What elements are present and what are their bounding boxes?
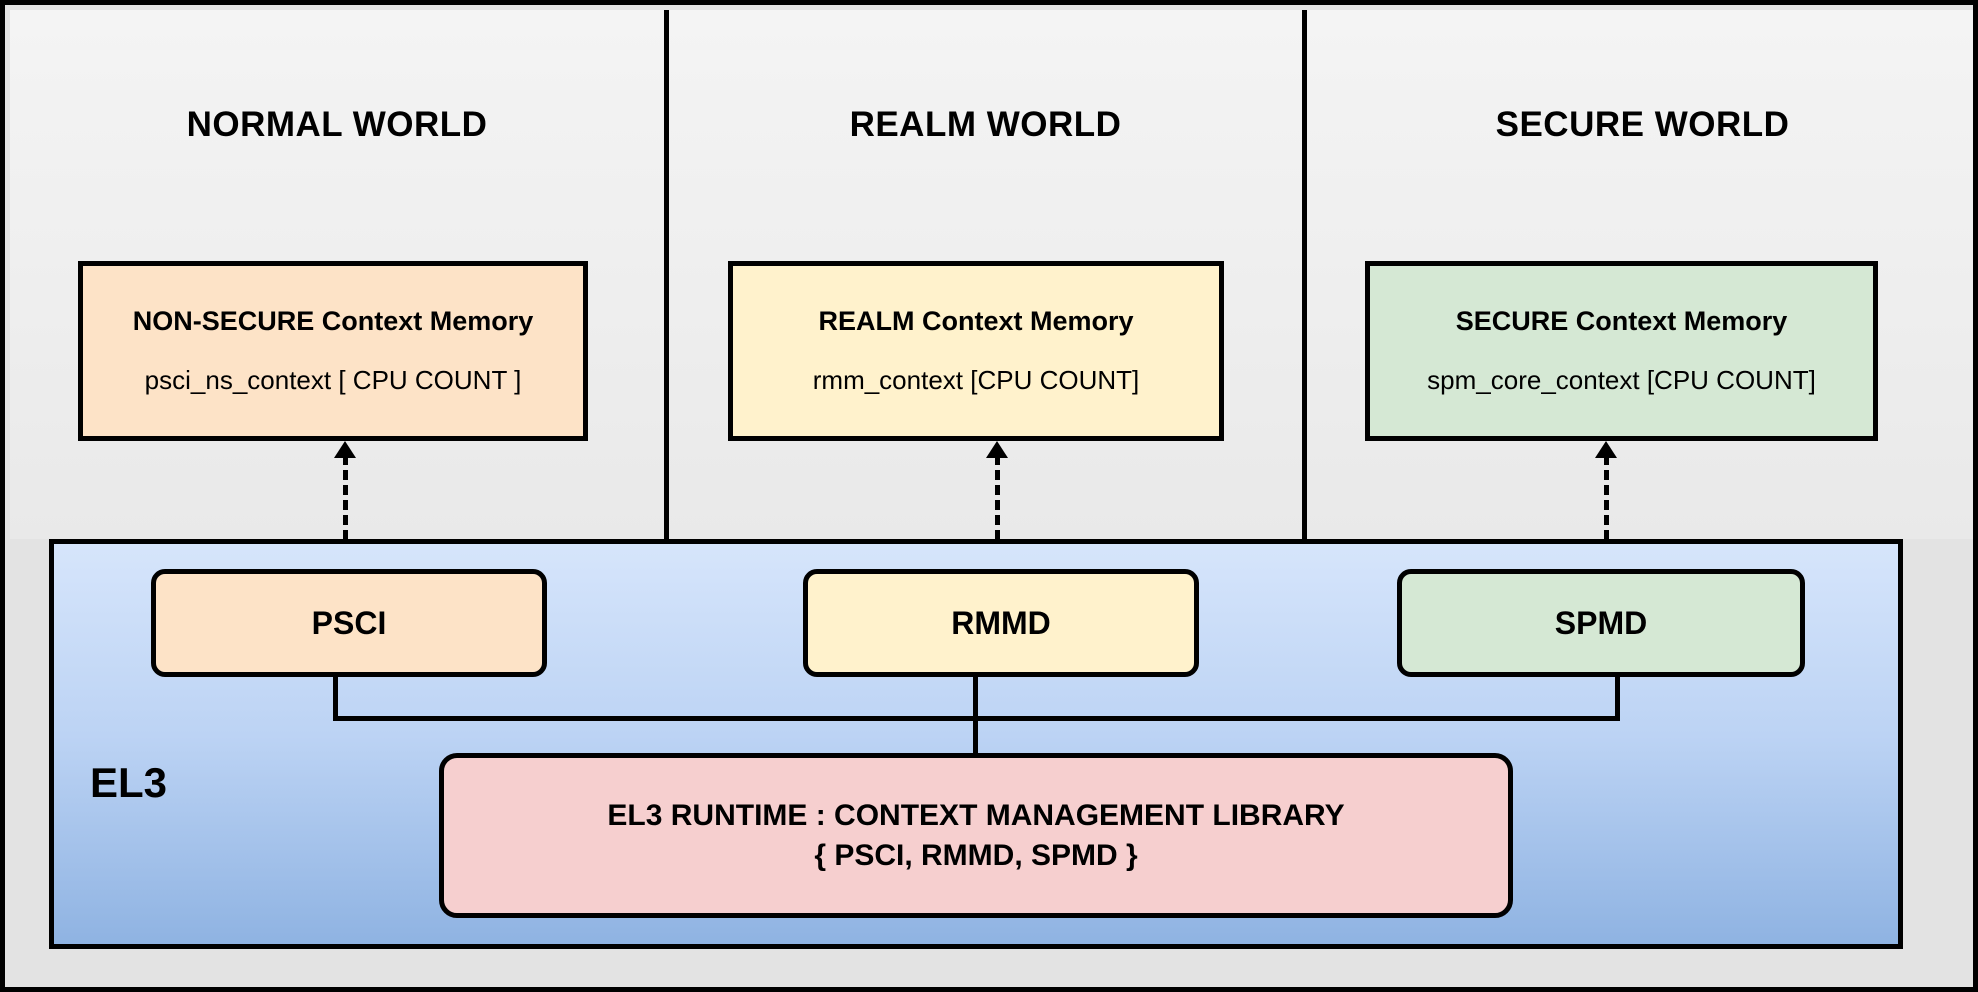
context-memory-box-secure[interactable]: SECURE Context Memory spm_core_context […: [1365, 261, 1878, 441]
el3-runtime-context-management-box[interactable]: EL3 RUNTIME : CONTEXT MANAGEMENT LIBRARY…: [439, 753, 1513, 918]
connector-psci-vertical: [333, 677, 338, 721]
context-memory-title-realm: REALM Context Memory: [818, 306, 1134, 336]
world-column-realm: REALM WORLD: [669, 10, 1302, 539]
dispatcher-box-psci[interactable]: PSCI: [151, 569, 547, 677]
world-title-realm: REALM WORLD: [849, 105, 1122, 144]
context-memory-title-non-secure: NON-SECURE Context Memory: [132, 306, 534, 336]
context-memory-title-secure: SECURE Context Memory: [1455, 306, 1788, 336]
dispatcher-label-spmd: SPMD: [1554, 604, 1648, 641]
connector-spmd-vertical: [1615, 677, 1620, 721]
context-memory-subtitle-non-secure: psci_ns_context [ CPU COUNT ]: [144, 365, 522, 395]
arrow-stem: [343, 455, 348, 555]
connector-rmmd-vertical: [973, 677, 978, 721]
dispatcher-box-rmmd[interactable]: RMMD: [803, 569, 1199, 677]
column-divider-1: [664, 10, 669, 539]
dispatcher-label-psci: PSCI: [311, 604, 387, 641]
world-column-normal: NORMAL WORLD: [10, 10, 664, 539]
world-title-secure: SECURE WORLD: [1495, 105, 1790, 144]
arrowhead-up-icon: [986, 441, 1008, 458]
arrowhead-up-icon: [1595, 441, 1617, 458]
dispatcher-box-spmd[interactable]: SPMD: [1397, 569, 1805, 677]
el3-label: EL3: [90, 759, 168, 806]
world-title-normal: NORMAL WORLD: [186, 105, 488, 144]
arrow-stem: [995, 455, 1000, 555]
context-memory-box-realm[interactable]: REALM Context Memory rmm_context [CPU CO…: [728, 261, 1224, 441]
column-divider-2: [1302, 10, 1307, 539]
arrow-stem: [1604, 455, 1609, 555]
runtime-line-2: { PSCI, RMMD, SPMD }: [814, 838, 1138, 872]
connector-bus-to-runtime: [973, 716, 978, 758]
runtime-line-1: EL3 RUNTIME : CONTEXT MANAGEMENT LIBRARY: [607, 798, 1345, 832]
arrowhead-up-icon: [334, 441, 356, 458]
world-column-secure: SECURE WORLD: [1307, 10, 1973, 539]
context-memory-subtitle-realm: rmm_context [CPU COUNT]: [812, 365, 1140, 395]
dispatcher-label-rmmd: RMMD: [951, 604, 1051, 641]
context-memory-subtitle-secure: spm_core_context [CPU COUNT]: [1427, 365, 1816, 395]
context-memory-box-non-secure[interactable]: NON-SECURE Context Memory psci_ns_contex…: [78, 261, 588, 441]
